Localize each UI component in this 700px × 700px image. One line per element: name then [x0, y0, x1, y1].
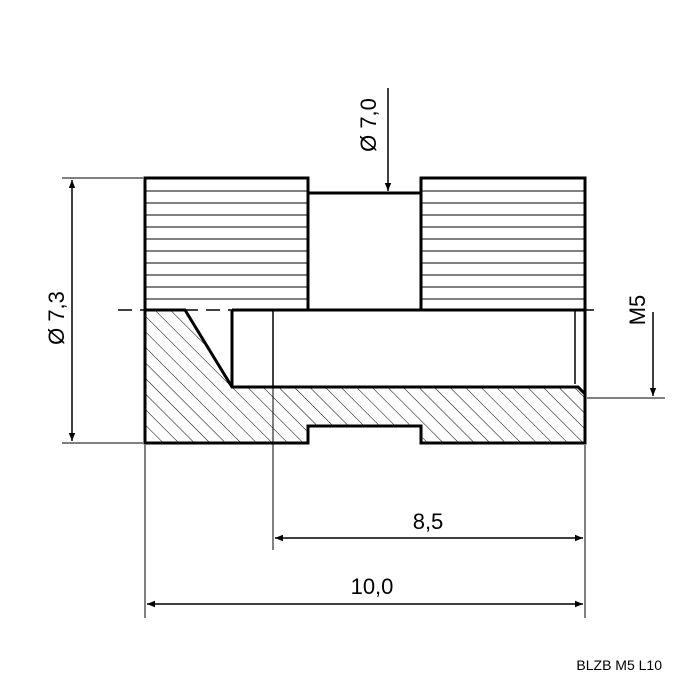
label-total-length: 10,0 — [351, 574, 394, 599]
label-thread: M5 — [625, 295, 650, 326]
knurl-left — [145, 190, 308, 300]
label-head-diameter: Ø 7,0 — [356, 98, 381, 152]
extension-lines — [62, 177, 665, 618]
label-outer-diameter: Ø 7,3 — [44, 291, 69, 345]
label-thread-length: 8,5 — [413, 509, 444, 534]
part-code: BLZB M5 L10 — [576, 657, 662, 673]
upper-outline — [143, 176, 587, 310]
section-hatched — [143, 308, 587, 445]
dimension-lines — [68, 88, 657, 608]
bore-lines — [230, 308, 587, 394]
knurl-right — [421, 190, 585, 300]
